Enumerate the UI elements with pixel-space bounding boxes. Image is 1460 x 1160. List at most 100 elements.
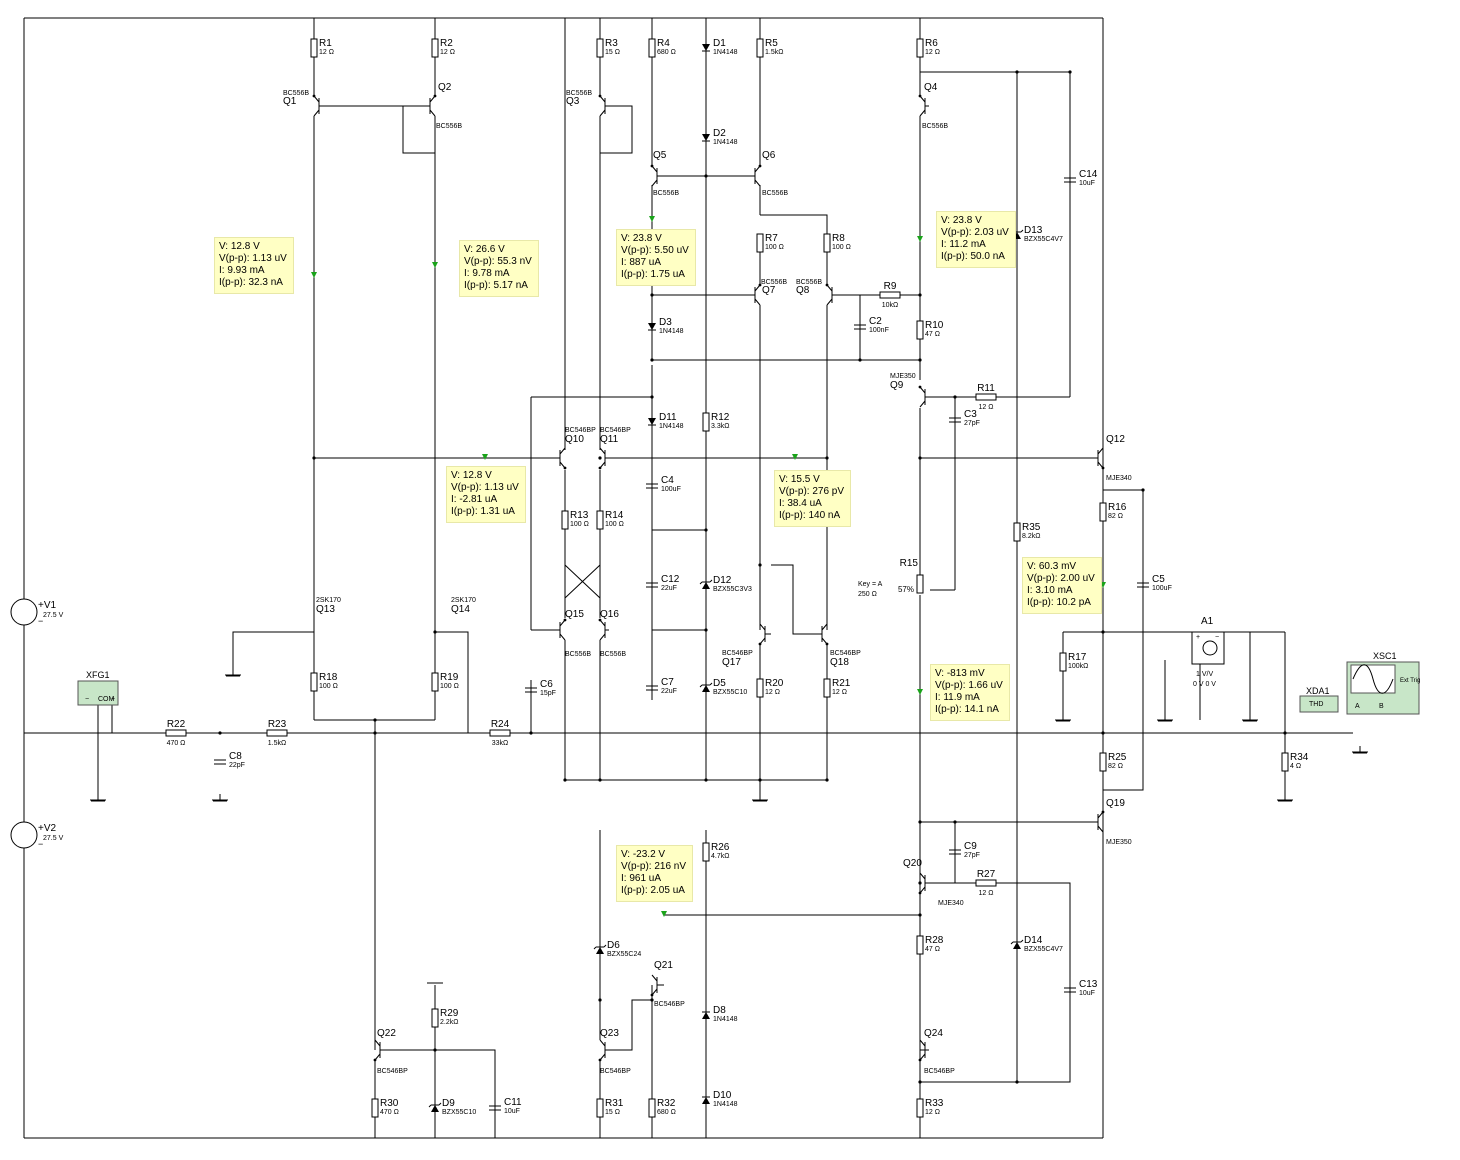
resistor-r5[interactable]: R51.5kΩ (756, 38, 783, 58)
ref-label: R22 (167, 719, 186, 730)
function-generator-xfg1[interactable]: XFG1−COM+ (77, 670, 119, 706)
voltmeter-a1[interactable]: A11 V/V0 V 0 V+− (1191, 616, 1225, 688)
